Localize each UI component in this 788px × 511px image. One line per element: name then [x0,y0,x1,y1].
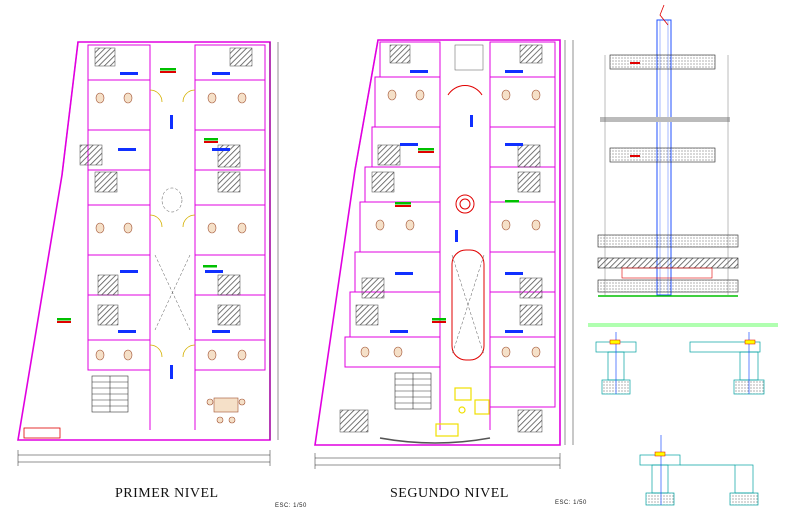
footing-details [588,323,778,506]
second-level-hall [447,85,485,361]
first-level-door-arcs [149,89,196,358]
first-level-fixtures [95,92,247,361]
first-level-title: PRIMER NIVEL [115,486,219,501]
second-level-red-tags [395,151,446,323]
first-level-stair [91,375,129,413]
second-level-room-tags [390,70,523,333]
second-level-dimensions [314,40,574,469]
first-level-plan [17,41,279,466]
first-level-room-tags [118,72,230,379]
second-level-title: SEGUNDO NIVEL [390,486,509,501]
second-level-right-rooms [489,41,556,408]
first-level-left-rooms [87,44,151,371]
second-level-hatched-areas [339,44,543,433]
details-scale-label: ESC: 1/50 [555,500,587,506]
first-level-red-tags [23,71,218,439]
column-section-detail [597,4,739,297]
first-level-furniture [206,397,246,424]
second-level-fixtures [360,89,541,358]
plans-scale-label: ESC: 1/50 [275,503,307,509]
first-level-outline [17,41,271,441]
second-level-yellow-furniture [435,387,490,437]
footing-detail-3 [639,435,759,506]
second-level-green-tags [395,148,519,321]
first-level-green-tags [57,68,218,321]
second-level-outline [314,39,561,446]
first-level-corridor-marks [154,187,191,331]
second-level-left-rooms [344,41,441,368]
section-beams [609,54,716,163]
second-level-stair [394,372,432,410]
first-level-dimensions [17,42,279,466]
second-level-plan [314,39,574,469]
second-level-front-curve [379,437,491,444]
section-footing [597,234,739,297]
first-level-hatched-areas [79,47,253,326]
